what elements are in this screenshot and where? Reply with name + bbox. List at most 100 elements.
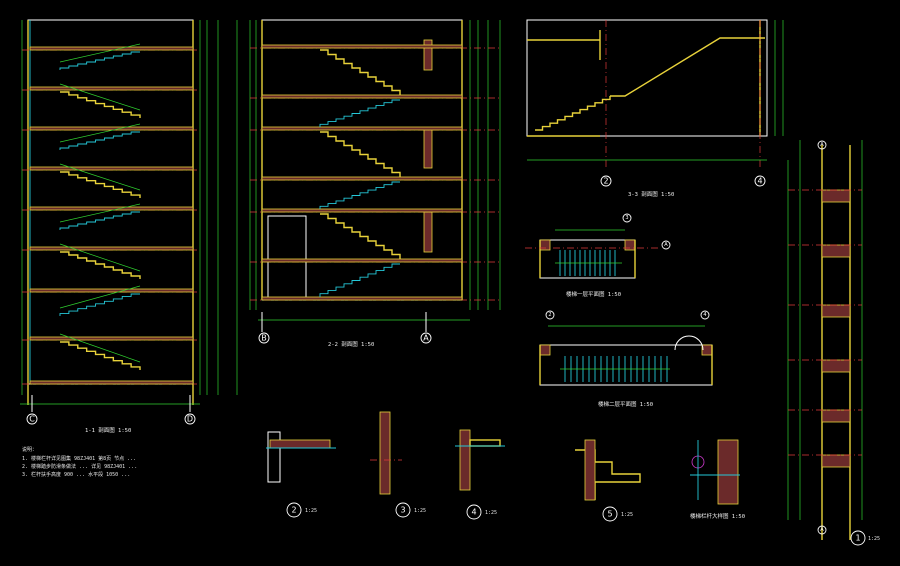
detail-number-1: 1 [855, 534, 860, 543]
grid-label-A: A [423, 334, 429, 343]
plan1-grid-bubble-3 [622, 213, 632, 223]
handrail [59, 333, 141, 363]
stair-flight [320, 131, 401, 177]
plan2-grid-bubble-4 [700, 310, 710, 320]
plan1-grid-label-A: A [664, 242, 668, 248]
wall-section-detail: A A 1 1:25 [787, 140, 880, 546]
stair-flight [319, 99, 400, 127]
plan2-grid-label-2: 2 [548, 312, 551, 318]
wall-grid-label-top: A [820, 142, 824, 148]
detail-3: 3 1:25 [370, 411, 426, 518]
stair-flight [59, 51, 140, 70]
floor-slab [29, 166, 194, 171]
wall-floor-slab [821, 189, 851, 203]
grid-label-C: C [29, 415, 35, 424]
stair-flight [320, 213, 401, 259]
rail-detail-title: 楼梯栏杆大样图 1:50 [690, 512, 745, 520]
plan1-grid-bubble-A [661, 240, 671, 250]
stair-section-3-3: 2 4 3-3 剖面图 1:50 [526, 19, 784, 198]
detail-bubble-1 [850, 530, 866, 546]
stair-flight [320, 49, 401, 95]
floor-slab [29, 288, 194, 293]
floor-slab [261, 208, 463, 213]
detail-scale-4: 1:25 [485, 510, 497, 516]
plan1-grid-label-3: 3 [625, 215, 628, 221]
rail-detail: 楼梯栏杆大样图 1:50 [690, 439, 745, 520]
stair-flight [535, 96, 611, 131]
stair-flight [319, 181, 400, 209]
stair-plan-level-2: 2 4 楼梯二层平面图 1:50 [539, 310, 713, 408]
detail-number-4: 4 [471, 508, 476, 517]
handrail [59, 243, 141, 272]
floor-slab [261, 94, 463, 99]
plan-1-title: 楼梯一层平面图 1:50 [566, 290, 621, 298]
plan-2-title: 楼梯二层平面图 1:50 [598, 400, 653, 408]
stair-flight [59, 131, 140, 150]
handrail [59, 285, 141, 309]
grid-bubble-B [258, 332, 270, 344]
detail-4: 4 1:25 [455, 429, 505, 520]
stair-plan-level-1: 3 A 楼梯一层平面图 1:50 [525, 213, 671, 298]
section-3-title: 3-3 剖面图 1:50 [628, 190, 674, 198]
wall-floor-slab [821, 409, 851, 423]
stair-section-1-1: C D 1-1 剖面图 1:50 [20, 19, 238, 434]
notes-title: 说明： [22, 446, 37, 453]
floor-slab [261, 258, 463, 263]
detail-2: 2 1:25 [266, 431, 336, 518]
wall-grid-bubble-top [817, 140, 827, 150]
detail-scale-2: 1:25 [305, 508, 317, 514]
handrail [59, 123, 141, 143]
grid-label-2: 2 [603, 177, 608, 186]
wall-floor-slab [821, 454, 851, 468]
stair-flight [60, 341, 141, 370]
floor-slab [261, 176, 463, 181]
detail-scale-3: 1:25 [414, 508, 426, 514]
floor-slab [261, 44, 463, 49]
floor-slab [29, 336, 194, 341]
detail-number-3: 3 [400, 506, 405, 515]
grid-bubble-2 [600, 175, 612, 187]
stair-flight [59, 293, 140, 316]
floor-slab [29, 246, 194, 251]
handrail [59, 163, 141, 191]
floor-slab [29, 126, 194, 131]
section-1-title: 1-1 剖面图 1:50 [85, 426, 131, 434]
wall-floor-slab [821, 244, 851, 258]
note-line-2: 2. 楼梯踏步防滑条做法 ... 详见 98ZJ401 ... [22, 463, 137, 470]
grid-bubble-D [184, 413, 196, 425]
note-line-1: 1. 楼梯栏杆详见图集 98ZJ401 第8页 节点 ... [22, 455, 136, 462]
stair-flight [60, 91, 141, 118]
floor-slab [29, 380, 194, 385]
floor-slab [29, 46, 194, 51]
grid-bubble-4 [754, 175, 766, 187]
floor-slab [261, 296, 463, 301]
handrail [59, 203, 141, 223]
section-2-title: 2-2 剖面图 1:50 [328, 340, 374, 348]
floor-slab [29, 206, 194, 211]
handrail [59, 43, 141, 63]
detail-number-5: 5 [607, 510, 612, 519]
floor-slab [29, 86, 194, 91]
stair-section-2-2: B A 2-2 剖面图 1:50 [249, 19, 501, 348]
grid-label-D: D [187, 415, 193, 424]
wall-grid-label-bottom: A [820, 527, 824, 533]
detail-scale-1: 1:25 [868, 536, 880, 542]
grid-bubble-C [26, 413, 38, 425]
wall-floor-slab [821, 304, 851, 318]
stair-flight [59, 211, 140, 230]
general-notes: 说明： 1. 楼梯栏杆详见图集 98ZJ401 第8页 节点 ... 2. 楼梯… [22, 446, 137, 478]
floor-slab [261, 126, 463, 131]
stair-flight [60, 171, 141, 198]
detail-number-2: 2 [291, 506, 296, 515]
stair-flight [60, 251, 141, 279]
plan2-grid-label-4: 4 [703, 312, 706, 318]
grid-label-B: B [261, 334, 267, 343]
grid-bubble-A [420, 332, 432, 344]
stair-flight [319, 263, 400, 297]
detail-5: 5 1:25 [575, 439, 641, 522]
plan2-grid-bubble-2 [545, 310, 555, 320]
note-line-3: 3. 栏杆扶手高度 900 ... 水平段 1050 ... [22, 471, 130, 478]
wall-floor-slab [821, 359, 851, 373]
handrail [59, 83, 141, 111]
